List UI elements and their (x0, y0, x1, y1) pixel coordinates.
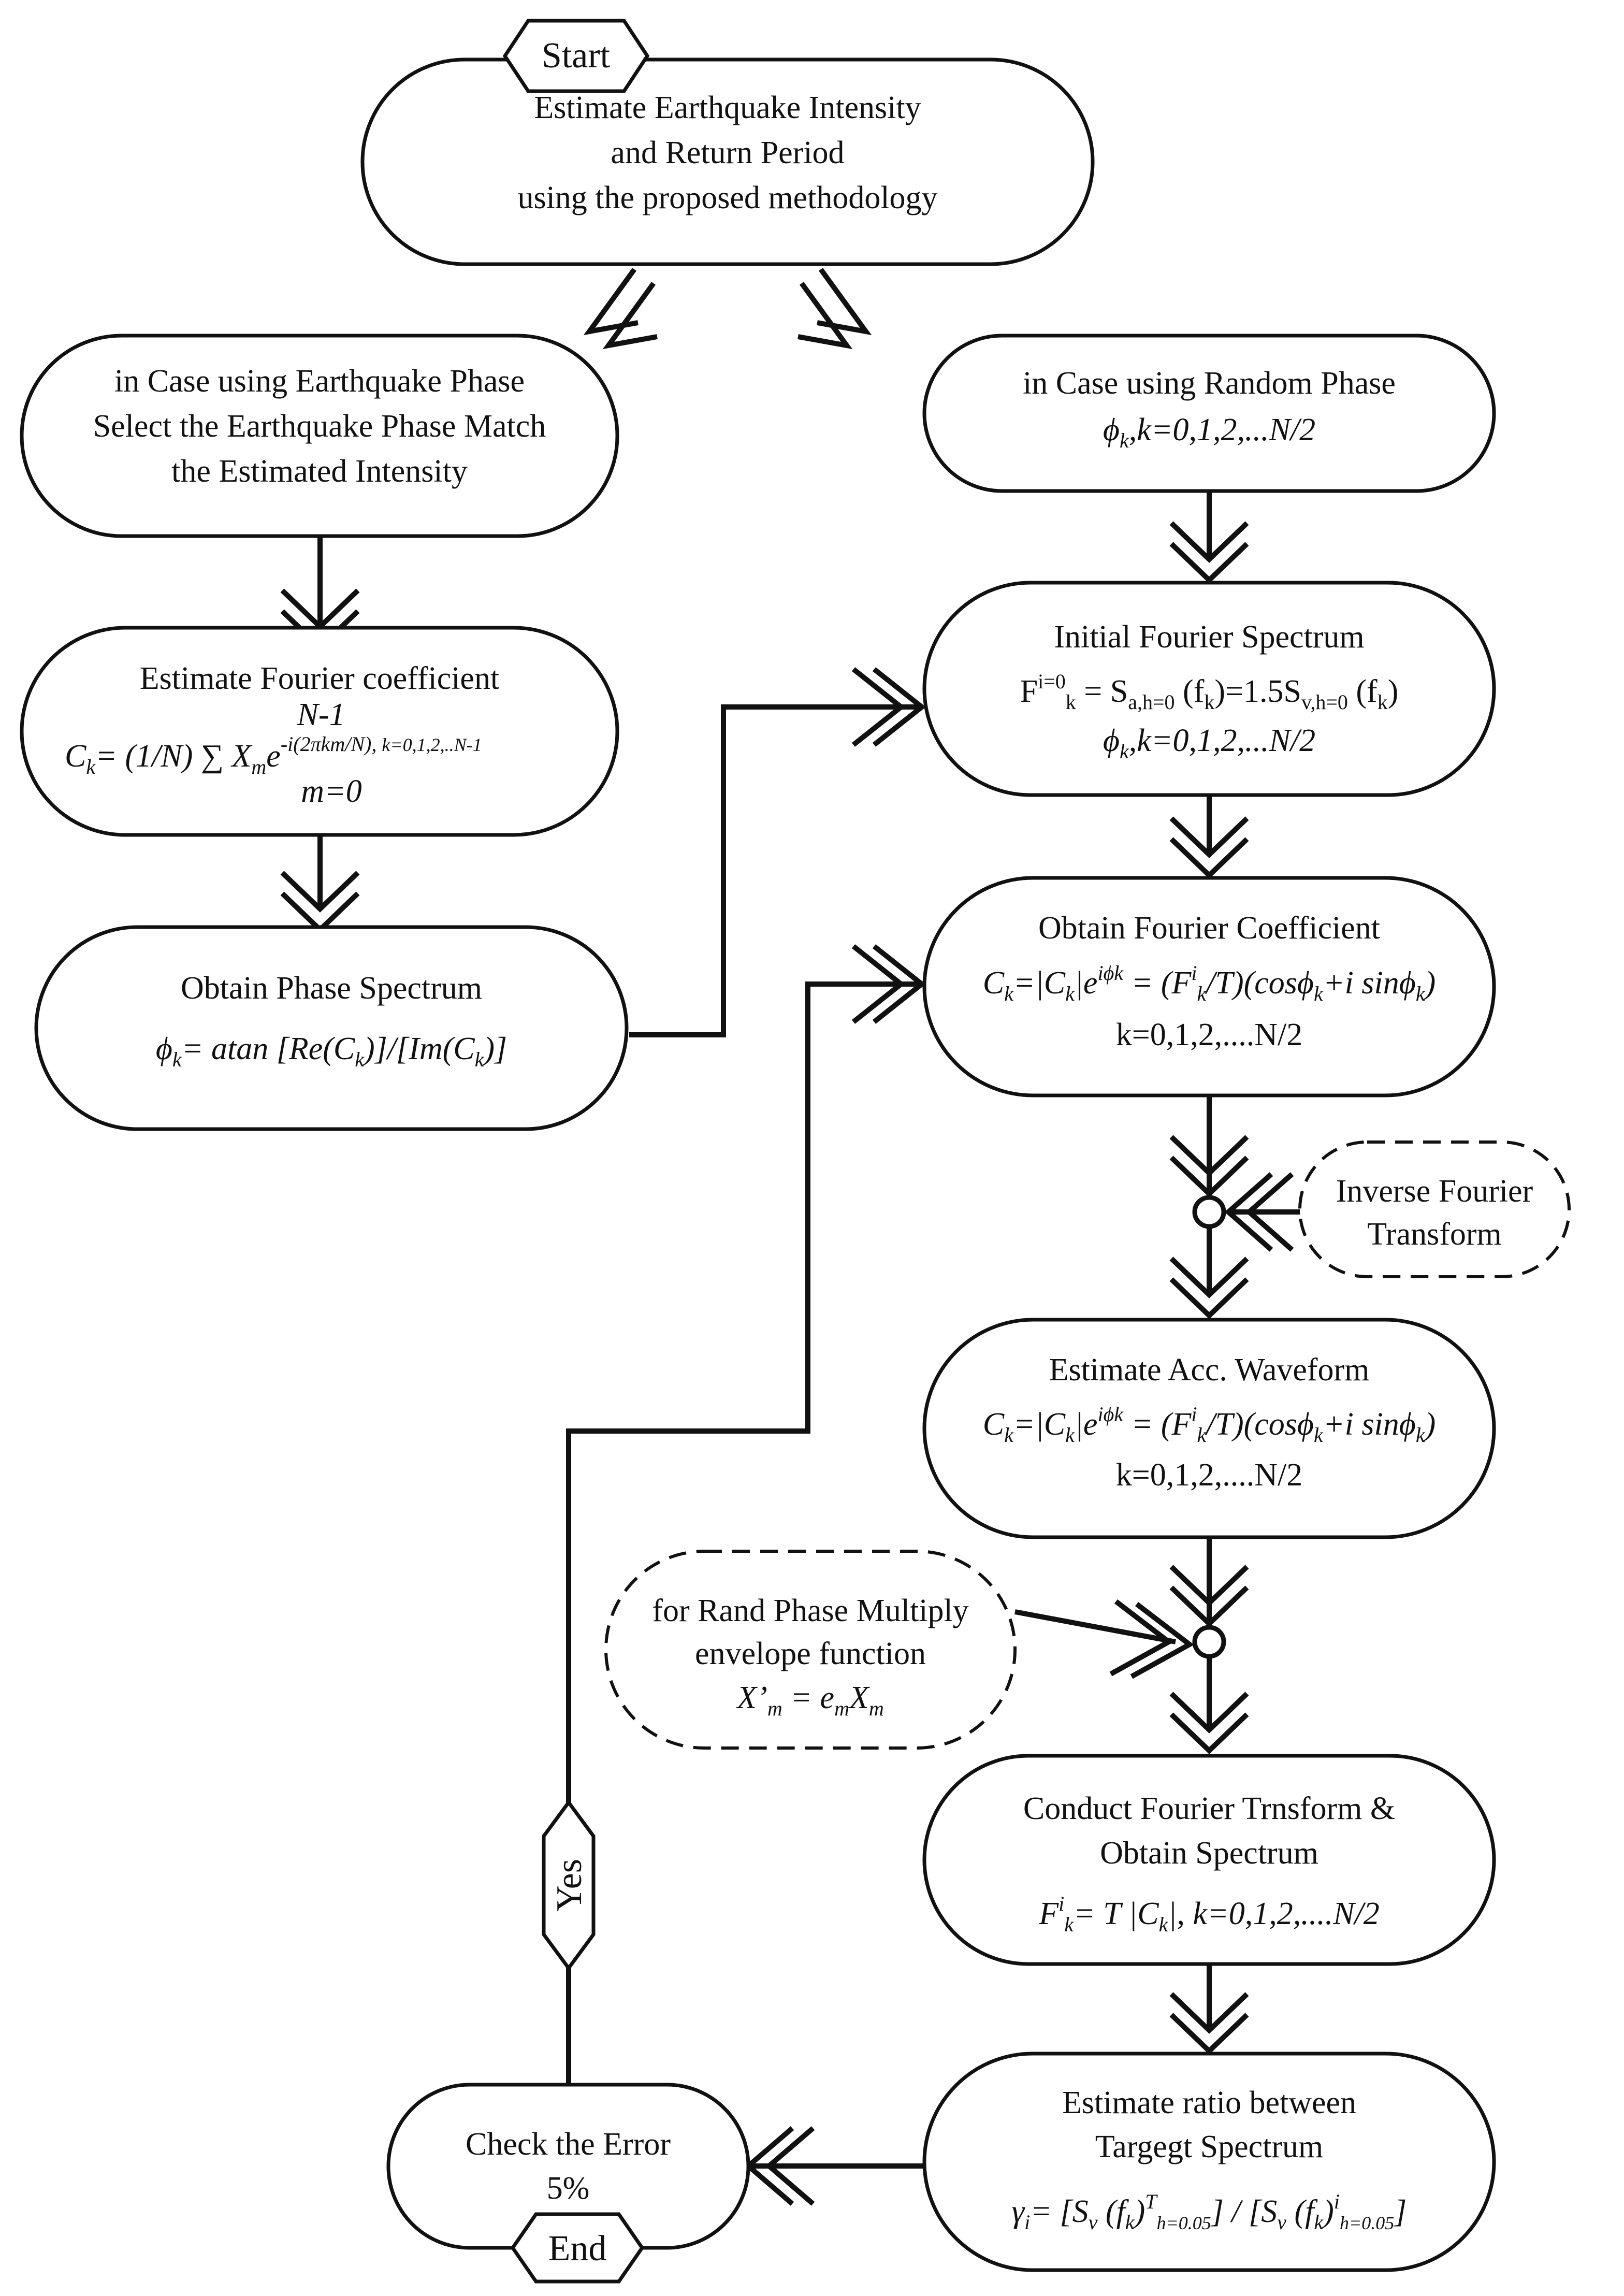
box-fourier-transform: Conduct Fourier Trnsform & Obtain Spectr… (922, 1754, 1496, 1966)
arrow-obtain-coefficient-to-junction (1169, 1096, 1249, 1197)
box-acc-waveform: Estimate Acc. Waveform Ck=|Ck|eiϕk = (Fi… (922, 1318, 1496, 1539)
start-terminal: Start (502, 19, 650, 93)
earthquake-phase-line3: the Estimated Intensity (171, 454, 468, 489)
initial-spectrum-title: Initial Fourier Spectrum (1054, 619, 1364, 655)
phase-spectrum-formula: ϕk= atan [Re(Ck)]/[Im(Ck)] (156, 1031, 507, 1071)
arrow-envelope-to-junction (1014, 1599, 1195, 1679)
arrow-initial-spectrum-to-obtain-coefficient (1169, 795, 1249, 879)
envelope-line2: envelope function (695, 1636, 926, 1671)
estimate-intensity-line1: Estimate Earthquake Intensity (534, 90, 921, 125)
junction-envelope (1192, 1625, 1226, 1659)
arrow-top-to-earthquake-phase (583, 268, 658, 350)
acc-waveform-title: Estimate Acc. Waveform (1049, 1352, 1370, 1388)
fourier-transform-formula: Fik= T |Ck|, k=0,1,2,....N/2 (1038, 1892, 1380, 1936)
fourier-coefficient-sum-upper: N-1 (297, 697, 345, 732)
box-random-phase: in Case using Random Phase ϕk,k=0,1,2,..… (922, 334, 1496, 493)
ratio-line1: Estimate ratio between (1062, 2085, 1356, 2120)
end-label: End (548, 2229, 607, 2269)
box-earthquake-phase: in Case using Earthquake Phase Select th… (20, 334, 619, 538)
fourier-transform-line2: Obtain Spectrum (1100, 1836, 1318, 1871)
box-ratio: Estimate ratio between Targegt Spectrum … (922, 2052, 1496, 2272)
end-terminal: End (510, 2212, 645, 2284)
acc-waveform-formula2: k=0,1,2,....N/2 (1116, 1457, 1302, 1493)
box-phase-spectrum: Obtain Phase Spectrum ϕk= atan [Re(Ck)]/… (34, 925, 629, 1131)
random-phase-line1: in Case using Random Phase (1023, 366, 1396, 401)
obtain-coefficient-formula1: Ck=|Ck|eiϕk = (Fik/T)(cosϕk+i sinϕk) (983, 961, 1436, 1005)
box-fourier-coefficient: Estimate Fourier coefficient N-1 Ck= (1/… (20, 626, 619, 837)
box-envelope: for Rand Phase Multiply envelope functio… (604, 1550, 1017, 1750)
phase-spectrum-title: Obtain Phase Spectrum (181, 971, 482, 1006)
ratio-line2: Targegt Spectrum (1095, 2129, 1323, 2164)
estimate-intensity-line3: using the proposed methodology (517, 180, 937, 215)
arrow-fourier-transform-to-ratio (1169, 1964, 1249, 2055)
yes-label: Yes (549, 1859, 589, 1912)
check-error-line1: Check the Error (466, 2127, 671, 2162)
obtain-coefficient-formula2: k=0,1,2,....N/2 (1116, 1017, 1302, 1052)
earthquake-phase-line2: Select the Earthquake Phase Match (93, 409, 546, 444)
initial-spectrum-formula2: ϕk,k=0,1,2,...N/2 (1103, 723, 1315, 763)
obtain-coefficient-title: Obtain Fourier Coefficient (1038, 911, 1380, 946)
arrow-junction-to-fourier-transform (1169, 1657, 1249, 1754)
acc-waveform-formula1: Ck=|Ck|eiϕk = (Fik/T)(cosϕk+i sinϕk) (983, 1403, 1436, 1447)
box-obtain-coefficient: Obtain Fourier Coefficient Ck=|Ck|eiϕk =… (922, 876, 1496, 1098)
arrow-phase-spectrum-to-initial-spectrum (629, 667, 926, 1037)
arrow-acc-waveform-to-junction (1169, 1537, 1249, 1627)
arrow-top-to-random-phase (798, 268, 872, 350)
box-inverse-fourier: Inverse Fourier Transform (1298, 1140, 1571, 1278)
yes-tag: Yes (542, 1799, 596, 1971)
box-check-error: Check the Error 5% (386, 2083, 750, 2250)
box-estimate-intensity: Estimate Earthquake Intensity and Return… (360, 57, 1095, 266)
arrow-random-phase-to-initial-spectrum (1169, 492, 1249, 584)
random-phase-formula: ϕk,k=0,1,2,...N/2 (1103, 412, 1315, 452)
envelope-line1: for Rand Phase Multiply (652, 1593, 968, 1628)
fourier-coefficient-title: Estimate Fourier coefficient (140, 661, 499, 696)
check-error-line2: 5% (547, 2171, 590, 2206)
start-label: Start (542, 36, 611, 76)
fourier-coefficient-sum-lower: m=0 (301, 774, 362, 809)
arrow-junction-to-acc-waveform (1169, 1228, 1249, 1319)
arrow-fourier-coefficient-to-phase-spectrum (280, 835, 360, 933)
inverse-fourier-line1: Inverse Fourier (1336, 1174, 1533, 1209)
arrow-yes-loop-to-obtain-coefficient (566, 944, 926, 2087)
inverse-fourier-line2: Transform (1367, 1217, 1502, 1252)
box-initial-spectrum: Initial Fourier Spectrum Fi=0k = Sa,h=0 … (922, 581, 1496, 797)
earthquake-phase-line1: in Case using Earthquake Phase (114, 364, 525, 399)
estimate-intensity-line2: and Return Period (611, 135, 844, 170)
fourier-transform-line1: Conduct Fourier Trnsform & (1023, 1791, 1395, 1826)
junction-inverse-fourier (1192, 1195, 1226, 1229)
arrow-ratio-to-check-error (744, 2126, 924, 2206)
envelope-formula: X’m = emXm (735, 1680, 883, 1720)
